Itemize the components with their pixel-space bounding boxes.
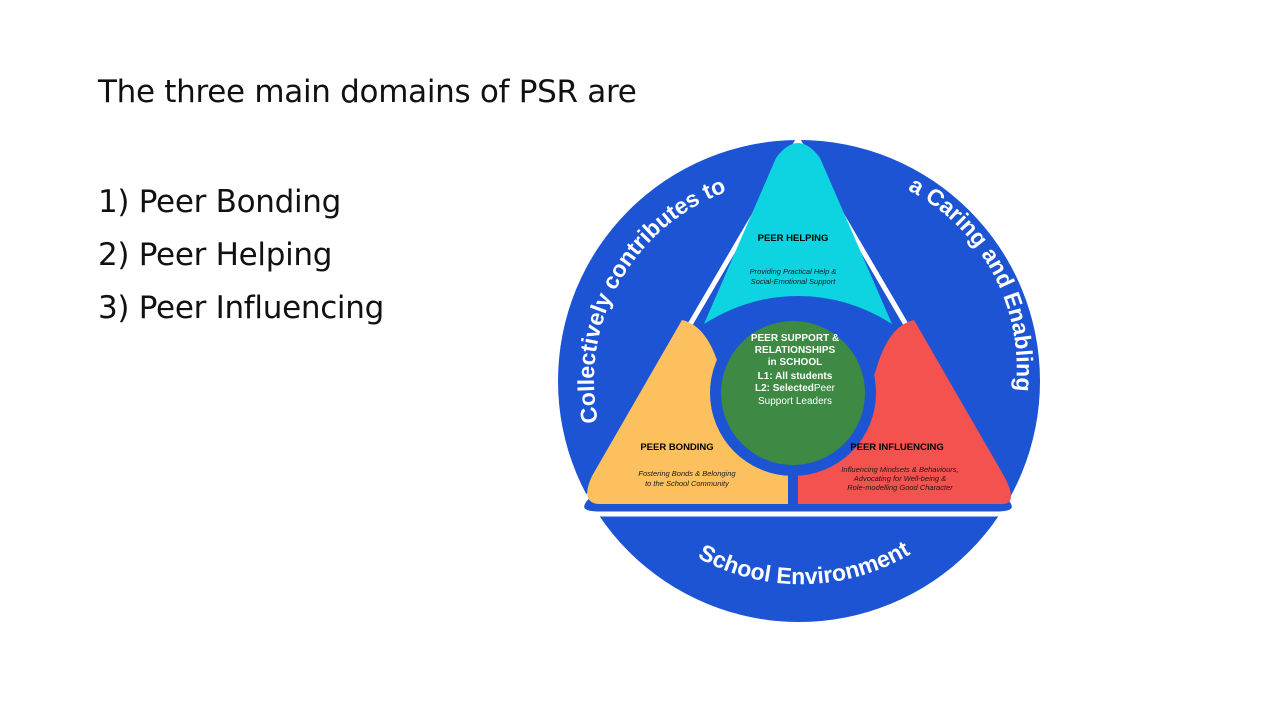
peer-bonding-desc-2: to the School Community <box>645 479 730 488</box>
segment-peer-bonding <box>587 320 788 504</box>
center-line-6: Support Leaders <box>758 396 832 407</box>
center-line-5-bold: L2: Selected <box>755 383 814 394</box>
segment-peer-influencing <box>798 320 1011 504</box>
psr-diagram-svg: Collectively contributes to a Caring and… <box>558 137 1040 622</box>
list-item-peer-influencing: 3) Peer Influencing <box>98 290 384 326</box>
slide-title: The three main domains of PSR are <box>98 74 637 110</box>
center-circle <box>721 321 865 465</box>
center-line-5: L2: SelectedPeer <box>755 383 836 394</box>
peer-influencing-desc-3: Role-modelling Good Character <box>847 483 953 492</box>
segment-peer-helping <box>704 143 892 324</box>
peer-helping-desc-2: Social-Emotional Support <box>751 277 837 286</box>
center-line-2: RELATIONSHIPS <box>755 345 836 356</box>
peer-bonding-title: PEER BONDING <box>640 442 713 453</box>
psr-diagram: Collectively contributes to a Caring and… <box>548 130 1048 630</box>
peer-influencing-desc-2: Advocating for Well-being & <box>853 474 946 483</box>
center-line-1: PEER SUPPORT & <box>751 333 839 344</box>
domain-list: 1) Peer Bonding 2) Peer Helping 3) Peer … <box>98 180 384 339</box>
center-line-5-rest: Peer <box>814 383 836 394</box>
peer-bonding-desc-1: Fostering Bonds & Belonging <box>638 469 736 478</box>
list-item-peer-bonding: 1) Peer Bonding <box>98 184 342 220</box>
peer-influencing-desc-1: Influencing Mindsets & Behaviours, <box>841 465 958 474</box>
peer-helping-title: PEER HELPING <box>758 233 829 244</box>
center-line-4: L1: All students <box>758 371 833 382</box>
peer-helping-desc-1: Providing Practical Help & <box>750 267 837 276</box>
center-line-3: in SCHOOL <box>768 357 822 368</box>
list-item-peer-helping: 2) Peer Helping <box>98 237 333 273</box>
peer-influencing-title: PEER INFLUENCING <box>850 442 943 453</box>
